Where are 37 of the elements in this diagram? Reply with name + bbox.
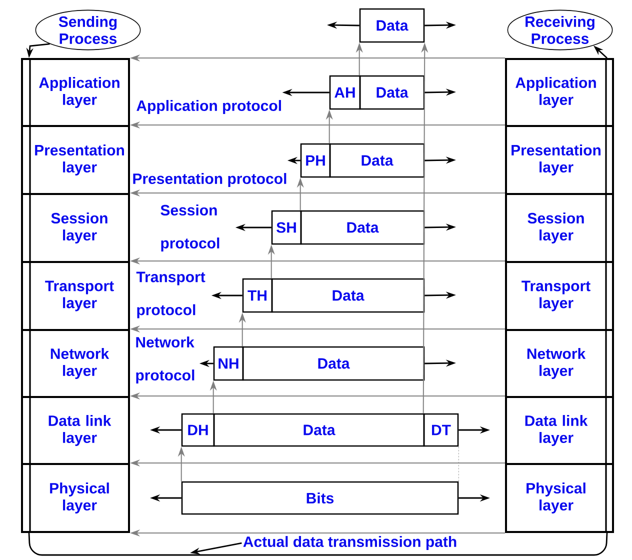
protocol-label: Session protocol	[160, 204, 220, 252]
data-box: Data	[271, 278, 425, 313]
layer-box: Transport layer	[21, 261, 130, 331]
protocol-label: Presentation protocol	[133, 173, 286, 187]
layer-box: Transport layer	[505, 261, 614, 331]
layer-box: Session layer	[505, 193, 614, 263]
connector-line	[458, 446, 459, 482]
path-label: Actual data transmission path	[243, 536, 456, 550]
data-box: Data	[329, 143, 425, 178]
data-box: Data	[242, 346, 425, 381]
trailer-box: DT	[423, 413, 459, 447]
data-box: Data	[359, 8, 425, 43]
protocol-label: Transport protocol	[136, 272, 206, 318]
header-box: SH	[271, 210, 302, 245]
protocol-label: Network protocol	[136, 336, 194, 384]
header-box: TH	[242, 278, 273, 313]
transmission-path-line	[28, 532, 608, 556]
data-box: Data	[359, 75, 425, 110]
data-box: Data	[300, 210, 425, 245]
layer-box: Presentation layer	[505, 125, 614, 195]
bits-box: Bits	[181, 481, 459, 515]
layer-box: Physical layer	[505, 463, 614, 533]
layer-box: Physical layer	[21, 463, 130, 533]
layer-box: Application layer	[21, 58, 130, 127]
layer-box: Presentation layer	[21, 125, 130, 195]
layer-box: Network layer	[21, 329, 130, 398]
layer-box: Application layer	[505, 58, 614, 127]
layer-box: Network layer	[505, 329, 614, 398]
layer-box: Data link layer	[21, 396, 130, 465]
protocol-label: Application protocol	[136, 100, 281, 114]
layer-box: Data link layer	[505, 396, 614, 465]
header-box: NH	[213, 346, 244, 381]
header-box: DH	[181, 413, 215, 447]
layer-box: Session layer	[21, 193, 130, 263]
header-box: PH	[300, 143, 331, 178]
header-box: AH	[329, 75, 361, 110]
data-box: Data	[213, 413, 425, 447]
